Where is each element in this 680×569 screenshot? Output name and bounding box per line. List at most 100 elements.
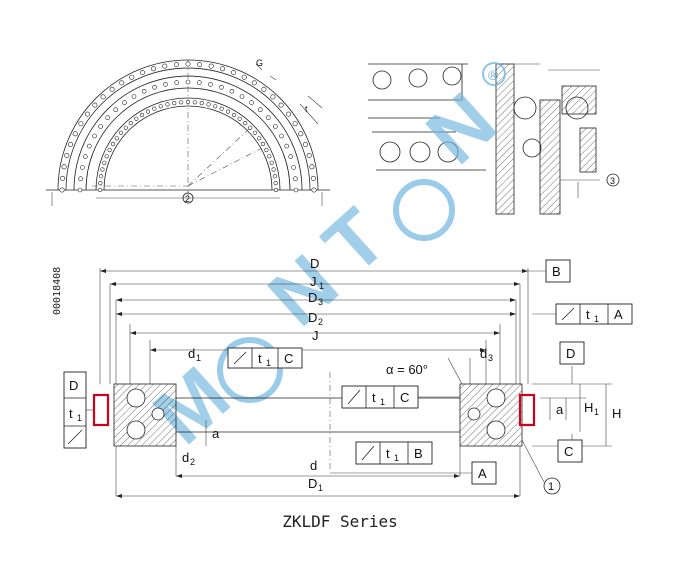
bolt-hole [162,63,168,69]
svg-text:A: A [614,307,623,322]
svg-text:C: C [564,444,573,459]
bolt-hole [83,154,88,159]
ball [114,136,119,141]
ball [267,154,272,159]
dim-D1: D [308,476,317,491]
dim-H1: H [584,400,593,415]
section-detail: 3 [368,63,620,215]
svg-text:B: B [414,446,423,461]
ball [118,130,124,135]
bolt-hole [119,80,125,86]
dimension-arrow [100,269,106,273]
dim-d3-sub: 3 [488,353,493,363]
ball [98,174,104,179]
bolt-hole [273,124,278,129]
svg-text:t: t [372,390,376,405]
ball [165,102,170,107]
bolt-hole [278,102,284,108]
dim-d: d [310,458,317,473]
bolt-hole [87,143,92,149]
dimension-arrow [116,298,122,302]
document-id: 00018408 [52,266,63,315]
bolt-hole [208,82,213,87]
dim-d1: d [188,346,195,361]
ball [257,136,262,141]
bolt-hole [68,142,74,148]
bolt-hole [284,143,290,149]
red-surface-right [518,393,536,427]
bolt-hole [310,175,316,181]
bolt-hole [185,79,191,85]
dim-d2-sub: 2 [190,457,195,467]
svg-text:D: D [69,378,78,393]
bolt-hole [229,89,235,94]
ball [134,116,139,121]
bolt-hole [251,80,257,86]
bolt-hole [311,187,317,193]
svg-text:A: A [478,466,487,481]
bolt-hole [302,142,308,148]
ball [104,154,109,159]
ball [248,125,253,130]
ball [179,100,184,105]
dimension-labels: D J 1 D 3 D 2 J d 1 d 3 d 2 d D 1 α = 60… [182,256,621,493]
bolt-hole [249,100,254,105]
tolerance-frame-t1-C-upper: t 1 C [227,347,303,369]
bolt-hole [131,94,137,99]
ball [139,112,145,118]
ball [237,116,242,121]
ball [123,125,128,130]
ball [128,120,133,126]
ball [271,167,276,172]
bolt-hole [78,176,83,181]
ball [100,167,105,172]
svg-text:1: 1 [394,453,399,463]
bolt-hole [141,89,147,94]
bolt-hole [113,107,118,112]
dimension-arrow [116,494,122,498]
datum-boxes: B D C A [330,259,585,485]
dim-d2: d [182,450,189,465]
dim-D3-sub: 3 [318,297,323,307]
ball [185,99,191,105]
dimension-arrow [514,282,520,286]
callout-2: 2 [185,194,190,204]
dim-H1-sub: 1 [594,407,599,417]
bolt-hole [208,63,214,69]
bolt-hole [197,80,202,85]
bolt-hole [72,131,78,137]
dim-D: D [310,256,319,271]
bolt-hole [84,111,90,117]
dimension-arrow [116,312,122,316]
dim-H: H [612,406,621,421]
bolt-hole [129,74,135,80]
dimension-arrow [514,494,520,498]
ball [152,106,157,111]
bolt-hole [163,82,168,87]
dimension-arrow [510,298,516,302]
dimension-arrow [130,331,136,335]
bolt-hole [286,111,292,117]
bolt-hole [239,94,245,99]
svg-text:B: B [552,264,561,279]
watermark: M N T N ® [137,62,512,461]
dimension-arrow [494,331,500,335]
bolt-hole [109,86,115,92]
bolt-hole [291,165,296,170]
ball [231,112,237,118]
bolt-hole [105,115,110,120]
ball [102,160,107,165]
bolt-hole [151,66,157,72]
dimension-arrow [150,348,156,352]
bolt-hole [309,164,315,170]
ball [260,141,266,147]
label-t: t [305,104,308,114]
dimension-arrow [176,474,182,478]
bolt-hole [279,133,284,139]
bolt-hole [122,100,127,105]
ball [264,147,269,153]
label-G: G [256,58,263,68]
dim-a-right: a [556,402,564,417]
dimension-arrow [110,282,116,286]
